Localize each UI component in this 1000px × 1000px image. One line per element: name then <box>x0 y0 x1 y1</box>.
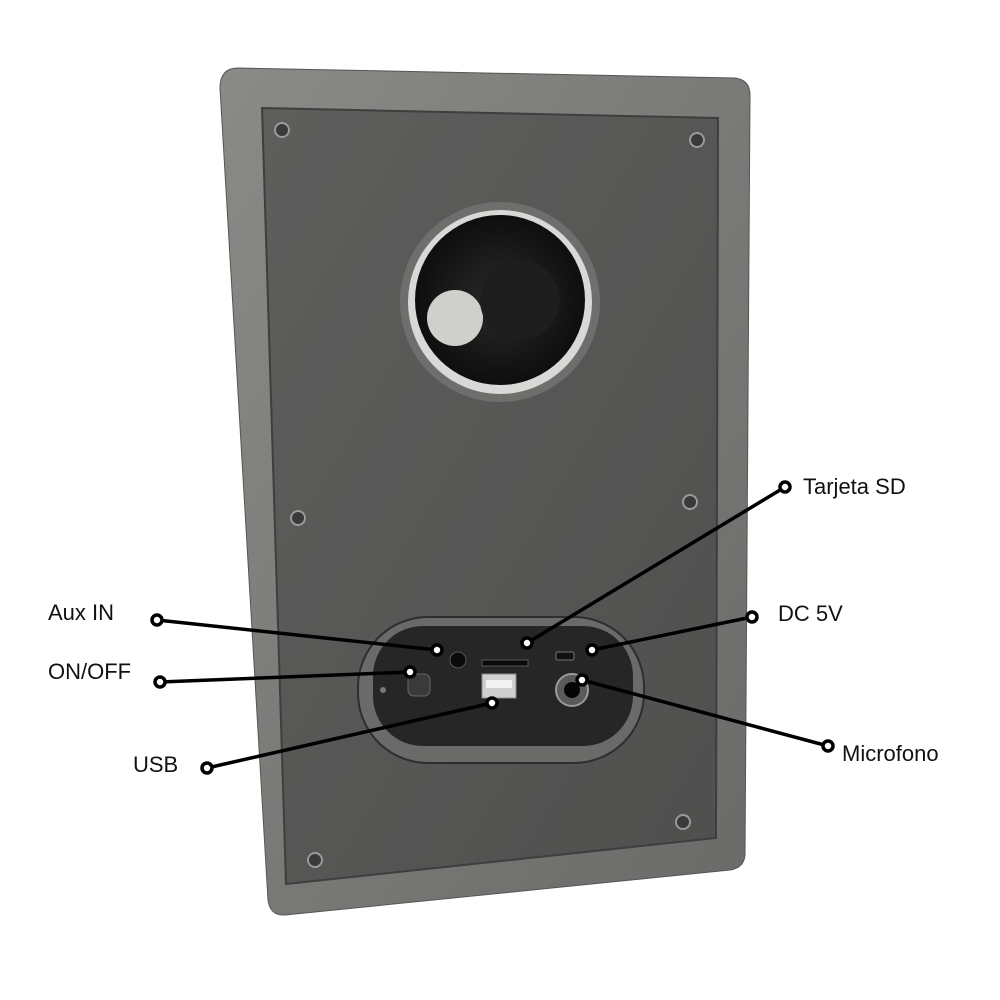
micro-usb-port <box>555 651 575 661</box>
screw-icon <box>689 132 705 148</box>
label-aux-in: Aux IN <box>48 600 115 625</box>
callout-line-aux <box>156 618 438 652</box>
control-panel <box>357 616 645 764</box>
callout-dot-dc <box>745 610 759 624</box>
callout-line-onoff <box>159 670 411 684</box>
callout-dot-aux <box>150 613 164 627</box>
callout-dot-onoff <box>153 675 167 689</box>
callout-dot-usb <box>200 761 214 775</box>
callout-line-sd <box>526 485 786 645</box>
label-dc-5v: DC 5V <box>778 601 843 626</box>
sd-card-slot <box>481 659 529 667</box>
label-sd-card: Tarjeta SD <box>803 474 906 499</box>
on-off-switch <box>407 673 431 697</box>
callout-line-dc <box>591 615 753 652</box>
callouts <box>150 480 835 775</box>
label-microphone: Microfono <box>842 741 939 766</box>
screw-icon <box>675 814 691 830</box>
screws <box>274 122 705 868</box>
screw-icon <box>290 510 306 526</box>
aux-in-jack <box>449 651 467 669</box>
screw-icon <box>682 494 698 510</box>
label-on-off: ON/OFF <box>48 659 132 684</box>
callout-line-mic <box>581 678 829 748</box>
callout-line-usb <box>206 701 493 770</box>
screw-icon <box>274 122 290 138</box>
label-usb: USB <box>133 752 179 777</box>
screw-icon <box>307 852 323 868</box>
bass-port <box>400 202 600 402</box>
callout-dot-mic <box>821 739 835 753</box>
callout-dot-sd <box>778 480 792 494</box>
